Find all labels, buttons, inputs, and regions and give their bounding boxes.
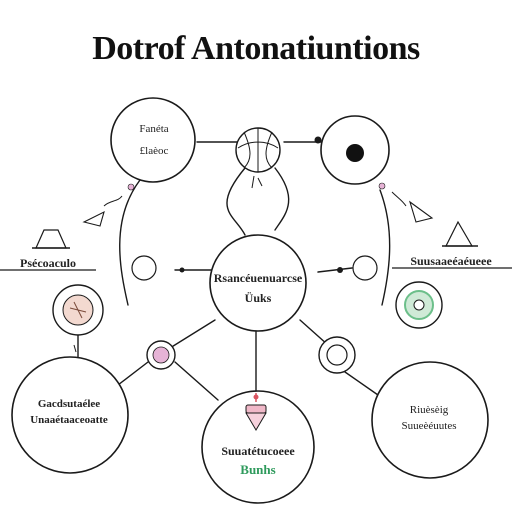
node-bottom-center [201, 390, 315, 504]
connector-left-arc [119, 179, 141, 306]
connector-pink-bottomleft [117, 361, 149, 386]
junction-dot [179, 267, 185, 273]
node-bottom-left [11, 356, 129, 474]
medallion-left-icon [52, 284, 104, 336]
connector-center-smallright [317, 267, 353, 273]
junction-dot [314, 136, 322, 144]
connector-ring-bottomright [344, 371, 379, 396]
label-bottom-right: Riuèsèig Suueèéuutes [401, 404, 457, 432]
black-dot-icon [346, 144, 364, 162]
label-right-banner: Suusaaeéaéueee [410, 254, 492, 268]
label-left-banner: Psécoaculo [20, 256, 76, 270]
small-node-right [352, 255, 378, 281]
label-bottom-center-green: Bunhs [240, 462, 276, 477]
node-center [209, 234, 307, 332]
label-top-left: Fanéta £laèoc [139, 123, 169, 157]
bell-left-icon [32, 229, 70, 249]
node-bottom-right [371, 361, 489, 479]
ball-icon [235, 127, 281, 173]
label-bottom-center: Suuatétucoeee [221, 444, 295, 458]
pink-node-icon [146, 340, 176, 370]
tick-mark [73, 344, 77, 353]
label-bottom-left: Gacdsutaélee Unaaétaaceoatte [30, 398, 108, 426]
node-top-left [110, 97, 196, 183]
connector-right-arc [379, 189, 391, 306]
connector-topcenter-center [226, 167, 246, 236]
leaf-left-icon [82, 183, 135, 227]
connector-topcenter-center-2 [274, 167, 290, 231]
junction-dot [337, 267, 343, 273]
connector-pink-to-bottom [174, 361, 219, 401]
small-node-left [131, 255, 157, 281]
diagram-title: Dotrof Antonatiuntions [92, 30, 420, 67]
bell-right-icon [442, 220, 478, 247]
gem-icon [245, 393, 267, 431]
connector-center-pink [169, 319, 216, 349]
medallion-right-icon [395, 281, 443, 329]
tick-mark [251, 175, 263, 189]
connector-center-ring [299, 319, 329, 346]
leaf-right-icon [378, 182, 434, 223]
ring-node-icon [318, 336, 356, 374]
label-center: Rsancéuenuarcse Üuks [213, 271, 303, 305]
